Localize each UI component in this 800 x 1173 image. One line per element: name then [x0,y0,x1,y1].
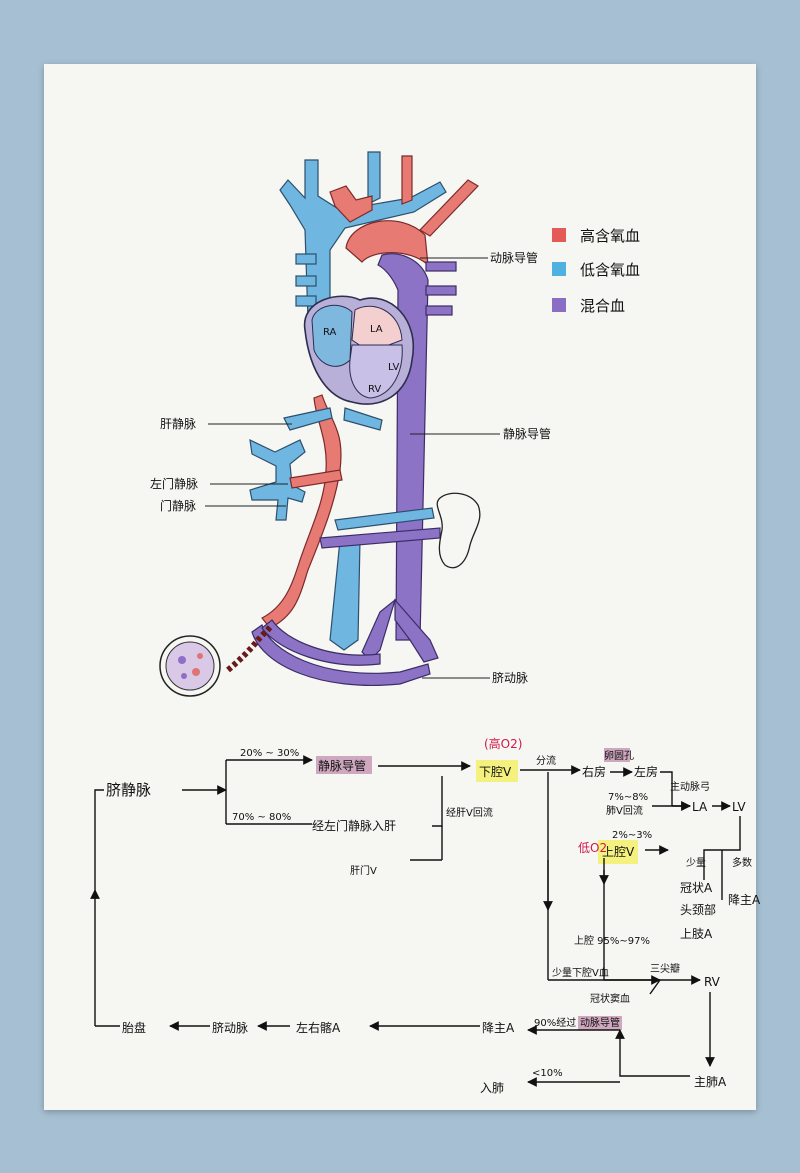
chamber-rv-label: RV [368,384,381,395]
flow-split: 分流 [536,754,556,767]
label-portal-vein: 门静脉 [160,498,196,513]
label-ductus-arteriosus: 动脉导管 [490,250,538,265]
flow-upper-limb: 上肢A [680,926,713,941]
label-hepatic-vein: 肝静脉 [160,416,196,431]
flow-umbilical-vein: 脐静脉 [106,781,151,799]
legend: 高含氧血 低含氧血 混合血 [552,227,640,315]
anatomy-drawing: RA LA LV RV [159,151,481,697]
flow-via-ductus: 动脉导管 [580,1016,620,1029]
legend-swatch-low [552,262,566,276]
flow-note-b: 多数 [732,856,752,869]
flow-coronary-sinus: 冠状窦血 [590,992,630,1005]
flow-head-neck: 头颈部 [680,902,716,917]
flow-umbilical-a: 脐动脉 [212,1020,248,1035]
anatomy-leaders [205,257,500,679]
flow-coronary: 冠状A [680,881,713,895]
label-left-portal-vein: 左门静脉 [150,476,198,491]
flow-hepatic-v-return: 经肝V回流 [446,806,493,819]
flow-descending: 降主A [728,893,761,907]
flow-tricuspid: 三尖瓣 [650,962,680,975]
label-ductus-venosus: 静脉导管 [503,426,551,441]
flow-hepatic-portal: 肝门V [350,864,377,877]
flow-lv: LV [732,800,746,814]
chamber-la-label: LA [370,324,383,335]
flow-pulmonary-v-return: 肺V回流 [606,804,643,817]
flow-ductus-venosus: 静脉导管 [318,758,366,773]
flow-pct-2-3: 2%~3% [612,830,652,841]
flow-high-o2: (高O2) [484,736,522,751]
flow-descending-aorta: 降主A [482,1021,515,1035]
highlight-via-ductus [578,1016,622,1030]
legend-label-mixed: 混合血 [580,297,625,315]
legend-label-high: 高含氧血 [580,227,640,245]
flow-pct-90: 90%经过 [534,1016,576,1029]
flow-pct-70-80: 70% ~ 80% [232,812,291,823]
flow-via-portal: 经左门静脉入肝 [312,818,396,833]
flow-pct-20-30: 20% ~ 30% [240,748,299,759]
highlight-ductus-venosus [316,756,372,774]
chamber-ra-label: RA [323,327,337,338]
flowchart: 脐静脉 20% ~ 30% 70% ~ 80% 静脉导管 经左门静脉入肝 肝门V… [90,736,761,1095]
flow-foramen: 卵圆孔 [604,750,634,762]
flow-to-lung: 入肺 [480,1081,504,1095]
flow-rv: RV [704,975,721,989]
flow-arch: 主动脉弓 [670,780,710,793]
flow-lt-10: <10% [532,1068,563,1079]
legend-label-low: 低含氧血 [580,261,640,279]
flow-ra: 右房 [582,764,606,779]
flow-pct-7-8: 7%~8% [608,792,648,803]
flow-iliac: 左右髂A [296,1020,341,1035]
flow-la-room: 左房 [634,764,658,779]
flow-note-a: 少量 [686,857,706,869]
legend-swatch-high [552,228,566,242]
flow-ivc-blood: 少量下腔V血 [552,966,609,979]
flow-pulmonary-a: 主肺A [694,1075,727,1089]
flow-placenta: 胎盘 [122,1020,146,1035]
chamber-lv-label: LV [388,362,399,373]
label-umbilical-artery: 脐动脉 [492,670,528,685]
flow-low-o2: 低O2 [578,841,607,855]
highlight-foramen [604,748,630,762]
highlight-ivc [476,760,518,782]
flow-la: LA [692,800,708,814]
flow-ivc: 下腔V [479,764,512,779]
legend-swatch-mixed [552,298,566,312]
flow-svc-pct: 上腔 95%~97% [574,934,650,947]
flow-svc: 上腔V [602,844,635,859]
